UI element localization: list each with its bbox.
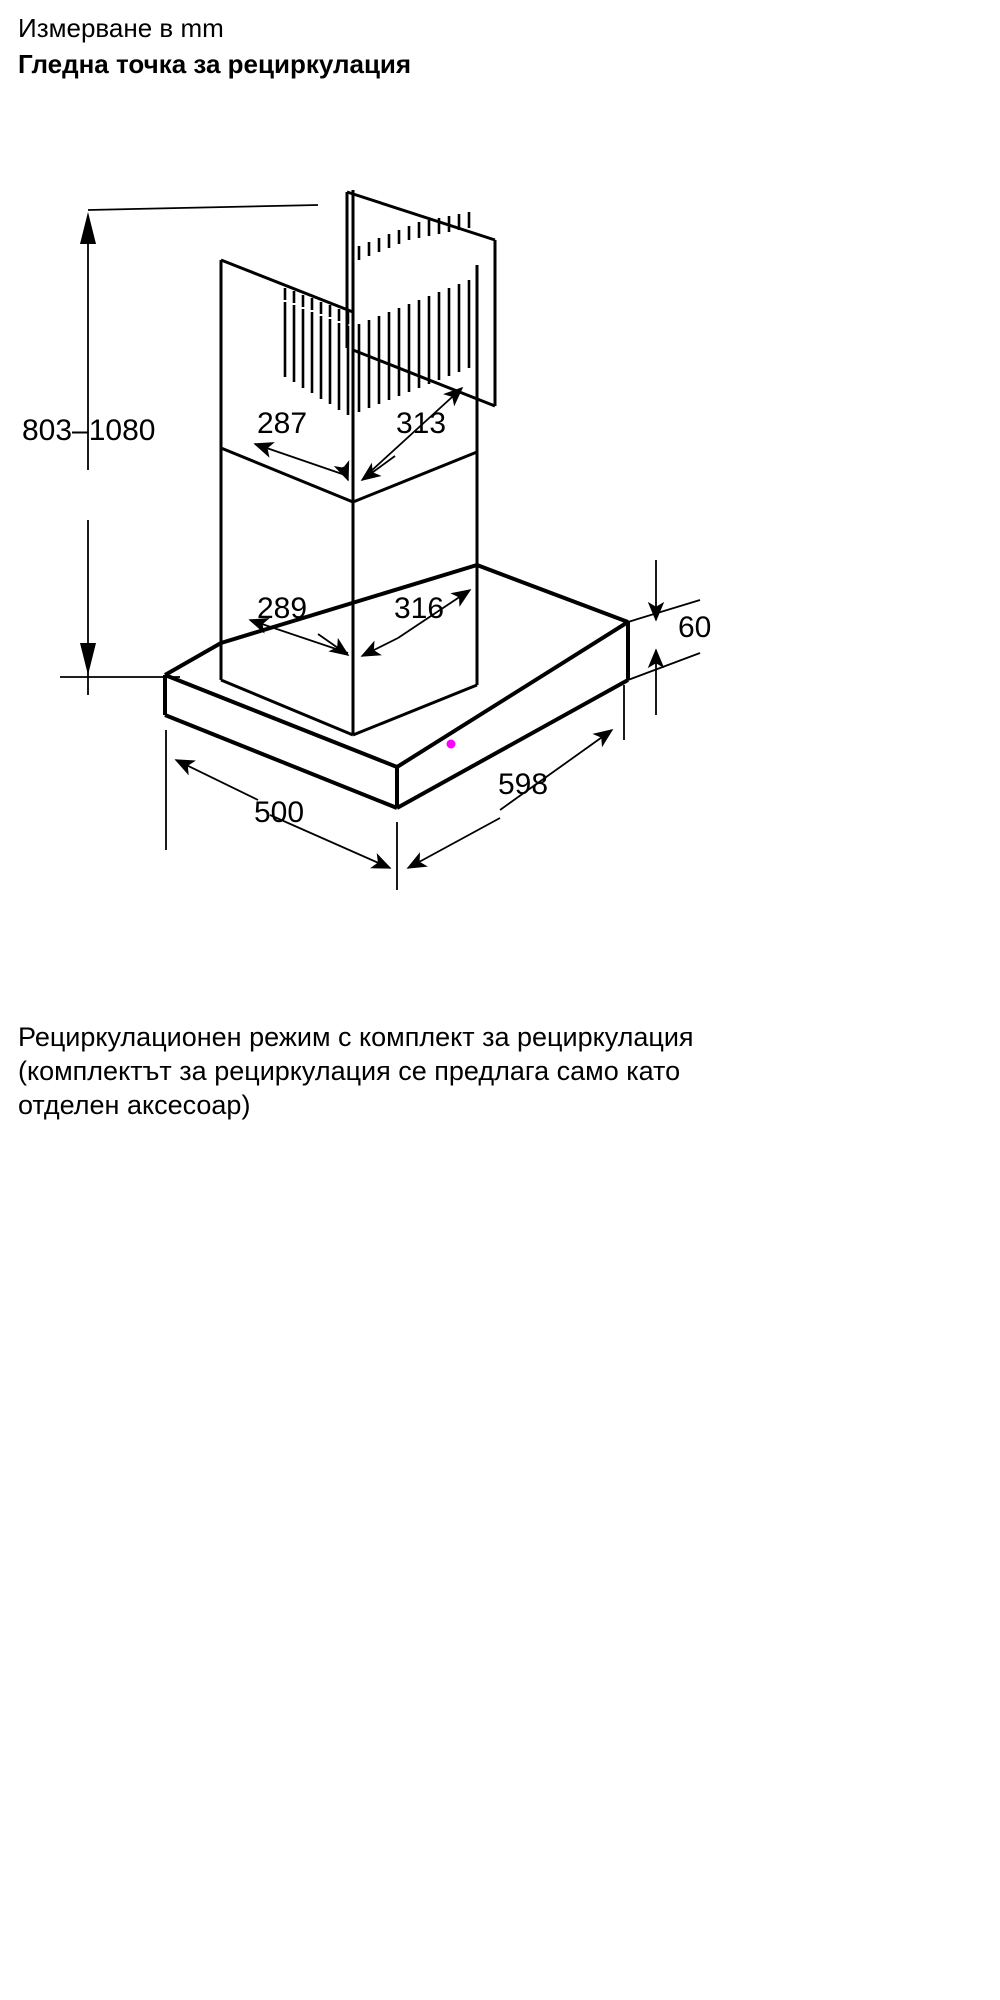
dim-313-arrow-left (360, 455, 396, 481)
dim-313-arrow-right (369, 386, 464, 473)
dim-598-arrow-right (499, 729, 614, 811)
dim-316-arrow-right (397, 589, 472, 639)
dim-316-arrow-left (360, 637, 399, 657)
dim-500-arrow-left (174, 759, 259, 801)
canopy-bottom-left-front-edge (164, 713, 398, 810)
canopy-top-left-front-edge (164, 673, 398, 769)
dim-287-arrow-left (253, 442, 349, 477)
dimension-label-60: 60 (678, 611, 711, 644)
dimension-60: 60 (627, 560, 711, 715)
dimension-label-height-range: 803–1080 (22, 414, 155, 447)
canopy-back-left-edge (164, 641, 222, 677)
dimension-313: 313 (360, 386, 464, 481)
dimension-289: 289 (248, 592, 350, 656)
technical-drawing: 803–1080 287 313 289 (0, 150, 1000, 960)
height-arrow-top (80, 212, 96, 244)
dim-598-arrow-left (406, 817, 501, 869)
page-title: Гледна точка за рециркулация (18, 49, 412, 79)
dimension-316: 316 (360, 589, 472, 657)
dimension-287: 287 (253, 407, 350, 482)
unit-label: Измерване в mm (18, 13, 224, 43)
dim-500-arrow-right (269, 814, 392, 869)
dimension-label-598: 598 (498, 768, 548, 801)
vent-slots-left-face (283, 302, 350, 415)
dimension-label-287: 287 (257, 407, 307, 440)
chimney-lower-left-bottom (220, 678, 354, 737)
chimney-upper-left-bottom (220, 446, 354, 504)
dimension-height-range: 803–1080 (22, 204, 319, 695)
dim-287-arrow-right (333, 460, 350, 482)
dimension-500: 500 (165, 730, 392, 869)
dimension-label-313: 313 (396, 407, 446, 440)
dimension-label-316: 316 (394, 592, 444, 625)
dim-289-arrow-right (317, 633, 350, 656)
dimension-label-289: 289 (257, 592, 307, 625)
canopy-top-right-back-edge (476, 563, 629, 624)
vent-slots-right-face (357, 280, 471, 412)
chimney-top-right-fold (352, 348, 496, 408)
recirculation-point-marker (446, 739, 456, 749)
chimney-top-upper-ridge (346, 190, 496, 242)
canopy-top-front-right-edge (395, 620, 630, 769)
hood-geometry (163, 190, 630, 810)
height-top-extension-line (87, 204, 319, 211)
vent-slots-right-face-row2 (357, 212, 471, 260)
chimney-upper-top-left-ridge (220, 258, 354, 314)
chimney-lower-right-bottom (352, 683, 478, 737)
canopy-bottom-front-right-edge (396, 678, 629, 810)
dim-60-lower-extension (627, 652, 701, 681)
vent-slots-left-face-row2 (283, 288, 350, 324)
drawing-svg: 803–1080 287 313 289 (22, 190, 711, 890)
recirculation-note: Рециркулационен режим с комплект за реци… (18, 1022, 702, 1120)
chimney-upper-right-bottom (352, 450, 478, 504)
dimension-label-500: 500 (254, 796, 304, 829)
height-arrow-bottom (80, 643, 96, 675)
dimension-598: 598 (396, 685, 625, 890)
